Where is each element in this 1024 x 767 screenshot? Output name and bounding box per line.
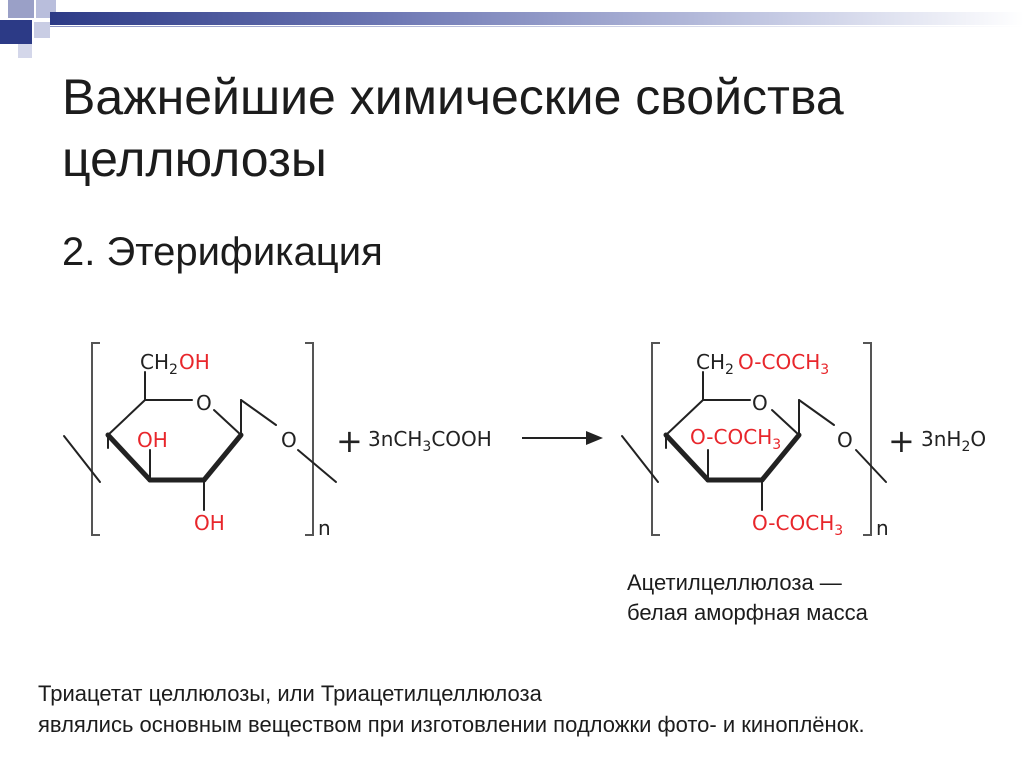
slide-subtitle: 2. Этерификация [62, 230, 383, 274]
pyranose-ring [621, 371, 887, 511]
ch2-label: CH2 [696, 350, 734, 378]
water-byproduct: 3nH2O [921, 427, 986, 455]
footnote-line: Триацетат целлюлозы, или Триацетилцеллюл… [38, 681, 542, 706]
triacetate-structure: n CH2 O-COCH3 O O O-COCH3 [621, 342, 889, 540]
pyranose-ring [63, 371, 337, 511]
bridge-oxygen: O [281, 428, 297, 452]
plus-sign: + [888, 422, 915, 460]
hydroxyl-2: OH [194, 511, 225, 535]
right-bracket [305, 342, 314, 536]
repeat-index: n [876, 516, 889, 540]
decor-square [34, 22, 50, 38]
footnote-line: являлись основным веществом при изготовл… [38, 712, 865, 737]
header-divider [50, 26, 1024, 27]
acetate-3: O-COCH3 [690, 425, 781, 453]
left-bracket [91, 342, 100, 536]
right-bracket [863, 342, 872, 536]
bridge-oxygen: O [837, 428, 853, 452]
ring-oxygen: O [752, 391, 768, 415]
product-caption: Ацетилцеллюлоза — белая аморфная масса [627, 568, 868, 628]
slide-title: Важнейшие химические свойства целлюлозы [62, 69, 844, 187]
hydroxyl-6: OH [179, 350, 210, 374]
decor-square [18, 44, 32, 58]
repeat-index: n [318, 516, 331, 540]
acetate-2: O-COCH3 [752, 511, 843, 539]
reaction-arrow [522, 431, 603, 445]
caption-line: Ацетилцеллюлоза — [627, 570, 842, 595]
decor-square [0, 20, 32, 44]
decor-square [8, 0, 34, 18]
hydroxyl-3: OH [137, 428, 168, 452]
ring-oxygen: O [196, 391, 212, 415]
esterification-reaction: n CH2 [63, 342, 986, 540]
plus-sign: + [336, 422, 363, 460]
left-bracket [651, 342, 660, 536]
ch2-label: CH2 [140, 350, 178, 378]
cellulose-structure: n CH2 [63, 342, 337, 540]
caption-line: белая аморфная масса [627, 600, 868, 625]
footnote: Триацетат целлюлозы, или Триацетилцеллюл… [38, 678, 865, 740]
header-gradient-bar [50, 12, 1024, 25]
acetate-6: O-COCH3 [738, 350, 829, 378]
acetic-acid-reagent: 3nCH3COOH [368, 427, 492, 455]
